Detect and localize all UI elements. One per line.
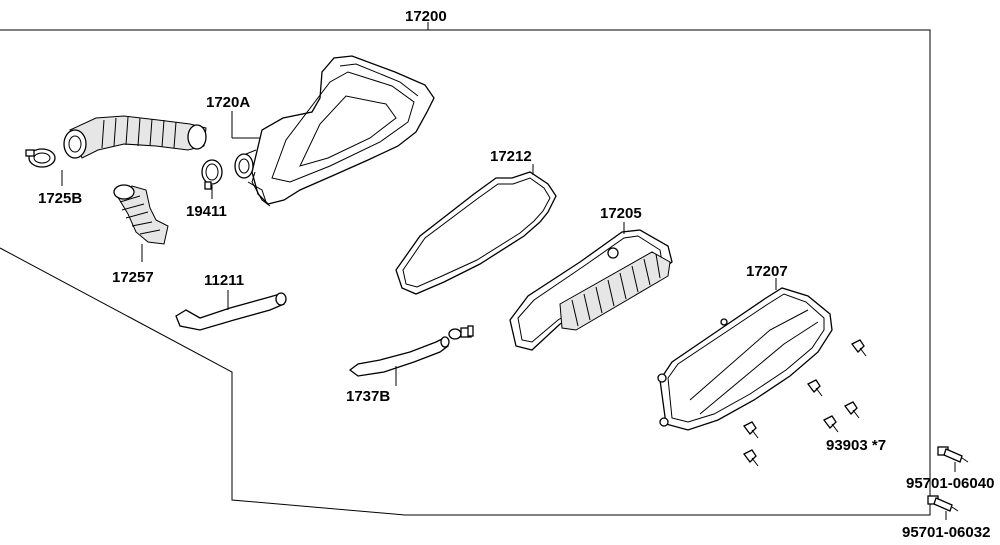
screws-93903 <box>743 339 867 467</box>
hose-clamp-19411 <box>201 159 223 190</box>
air-cleaner-case-1720A <box>234 55 435 207</box>
label-93903: 93903 *7 <box>826 437 886 454</box>
label-17205: 17205 <box>600 205 642 222</box>
screw <box>743 449 759 467</box>
intake-duct-hose <box>63 115 207 159</box>
label-1720A: 1720A <box>206 94 250 111</box>
hose-clamp-1725B <box>25 148 56 168</box>
label-1737B: 1737B <box>346 388 390 405</box>
screw <box>823 415 839 433</box>
label-17257: 17257 <box>112 269 154 286</box>
drain-tube-1737B <box>348 336 450 377</box>
screw <box>844 401 860 419</box>
bolt-95701-06040 <box>937 446 969 463</box>
air-cleaner-cover-17207 <box>657 287 833 431</box>
label-95701-06040: 95701-06040 <box>906 475 994 492</box>
drain-tube-17257 <box>113 184 169 245</box>
label-19411: 19411 <box>186 203 227 220</box>
gasket-17212 <box>395 171 557 295</box>
screw <box>851 339 867 357</box>
tube-fitting <box>448 325 474 340</box>
label-17207: 17207 <box>746 263 788 280</box>
label-17212: 17212 <box>490 148 532 165</box>
bolt-95701-06032 <box>927 495 959 512</box>
screw <box>807 379 823 397</box>
screw <box>743 421 759 439</box>
label-95701-06032: 95701-06032 <box>902 524 990 541</box>
breather-tube-11211 <box>175 292 287 331</box>
assembly-frame <box>0 29 931 516</box>
label-1725B: 1725B <box>38 190 82 207</box>
label-17200: 17200 <box>405 8 447 25</box>
label-11211: 11211 <box>204 272 244 289</box>
filter-element-17205 <box>509 229 673 351</box>
